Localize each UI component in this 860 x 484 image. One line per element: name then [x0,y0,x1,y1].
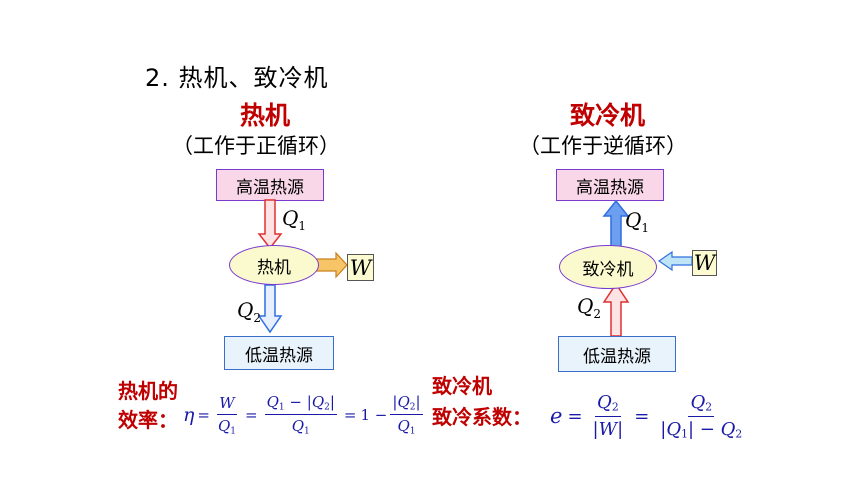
refrigerator-q2-arrow [602,282,630,337]
heat-engine-q1-label: Q1 [282,206,307,233]
heat-engine-work-box: W [347,254,374,281]
heat-engine-q2-label: Q2 [237,298,262,325]
coef-label-line2: 致冷系数： [432,405,532,429]
heat-engine-hot-source: 高温热源 [216,169,324,201]
refrigerator-subtitle: （工作于逆循环） [519,134,687,158]
refrigerator-q1-label: Q1 [625,208,650,235]
refrigerator-work-arrow [657,250,693,272]
heat-engine-title: 热机 [240,101,291,130]
heat-engine-subtitle: （工作于正循环） [172,134,340,158]
refrigerator-ellipse: 致冷机 [559,245,657,289]
heat-engine-q1-arrow [257,199,283,250]
heat-engine-ellipse: 热机 [229,245,319,285]
heat-engine-arrows [257,199,348,334]
coef-formula: e= Q2|W| = Q2|Q1| − Q2 [550,392,743,441]
section-title: 2. 热机、致冷机 [145,64,329,92]
refrigerator-work-box: W [692,250,717,276]
refrigerator-q2-label: Q2 [577,294,602,321]
refrigerator-arrows [602,199,693,337]
heat-engine-cold-source: 低温热源 [224,336,334,370]
refrigerator-q1-arrow [602,199,630,249]
refrigerator-hot-source: 高温热源 [556,169,664,201]
coef-label-line1: 致冷机 [432,374,492,398]
heat-engine-work-arrow [315,251,348,279]
heat-engine-q2-arrow [257,284,283,334]
refrigerator-title: 致冷机 [570,101,646,130]
efficiency-label-line1: 热机的 [118,379,178,403]
efficiency-label-line2: 效率： [118,408,178,432]
refrigerator-cold-source: 低温热源 [558,336,676,372]
